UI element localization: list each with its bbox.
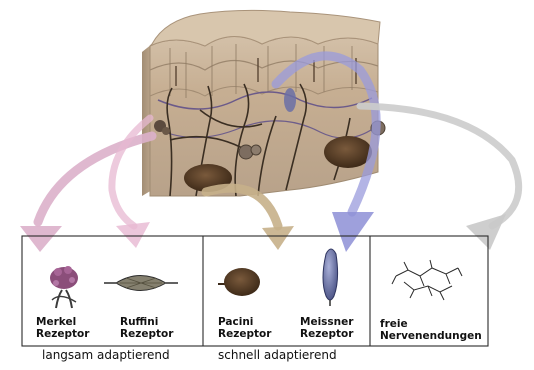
skin-block — [142, 10, 385, 196]
category-slow-adapting: langsam adaptierend — [42, 348, 170, 362]
arrow-pacini — [206, 188, 294, 250]
meissner-receptor-icon — [323, 249, 338, 306]
merkel-receptor-icon — [50, 266, 78, 308]
category-fast-adapting: schnell adaptierend — [218, 348, 337, 362]
free-nerve-endings-icon — [392, 260, 462, 300]
ruffini-label: Ruffini Rezeptor — [120, 316, 173, 340]
meissner-label: Meissner Rezeptor — [300, 316, 353, 340]
free-nerve-endings-label: freie Nervenendungen — [380, 318, 482, 342]
skin-pacini-right — [324, 136, 372, 168]
pacini-label: Pacini Rezeptor — [218, 316, 271, 340]
ruffini-receptor-icon — [104, 276, 178, 291]
pacini-receptor-icon — [218, 268, 260, 296]
merkel-label: Merkel Rezeptor — [36, 316, 89, 340]
